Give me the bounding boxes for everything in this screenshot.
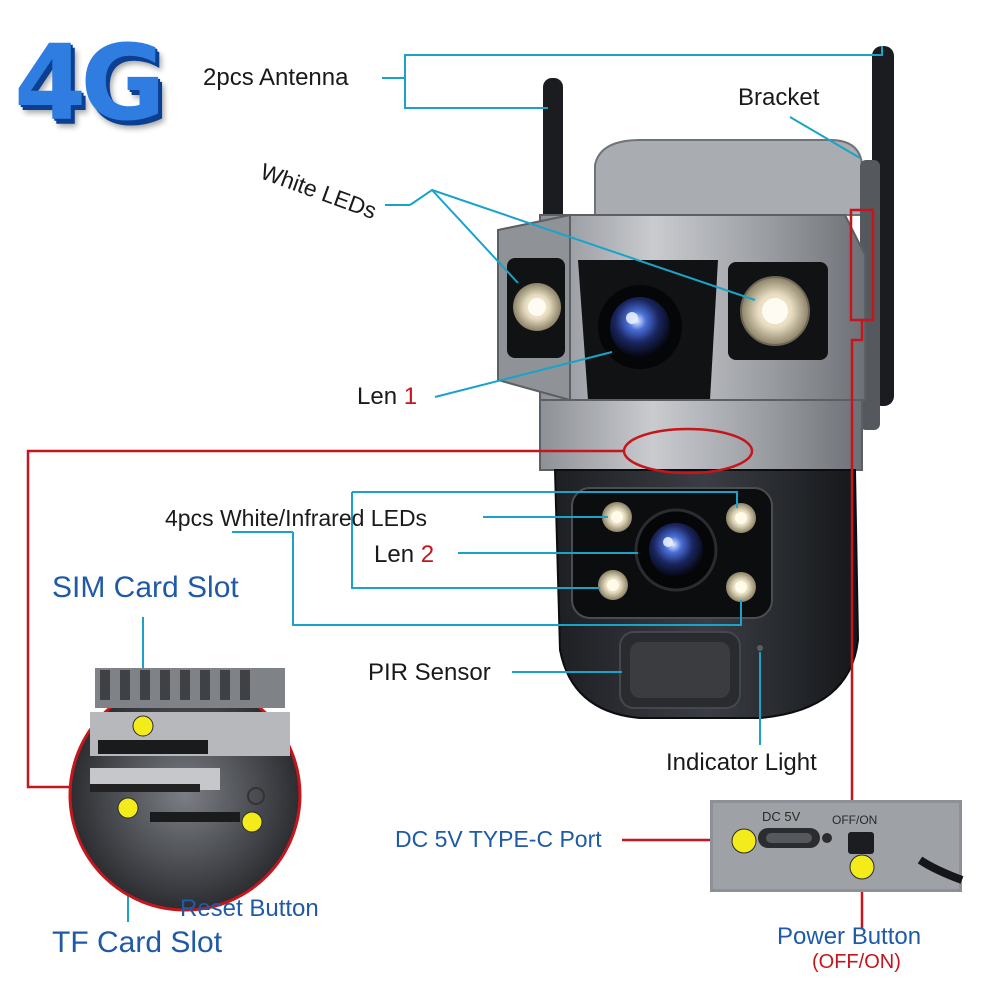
lens-2 — [634, 508, 718, 592]
marker-reset — [241, 811, 263, 833]
label-tf: TF Card Slot — [52, 926, 223, 959]
marker-sim — [132, 715, 154, 737]
indicator-light — [757, 645, 763, 651]
label-antenna: 2pcs Antenna — [203, 64, 349, 91]
pir-sensor — [619, 631, 741, 709]
label-power: Power Button — [777, 923, 922, 950]
label-len-2: Len 2 — [374, 541, 434, 569]
white-led-left — [513, 283, 561, 331]
label-pir: PIR Sensor — [368, 659, 491, 686]
label-len-2-text: Len — [374, 541, 421, 568]
ir-led-top-left — [602, 502, 632, 532]
ir-led-bottom-left — [598, 570, 628, 600]
leader-lines-cyan — [127, 46, 883, 922]
ir-led-top-right — [726, 503, 756, 533]
label-bracket: Bracket — [738, 84, 820, 111]
zoom-inset — [68, 668, 302, 912]
upper-head — [497, 213, 866, 471]
logo-4g: 4G — [14, 22, 166, 144]
lens-1 — [598, 285, 682, 369]
label-len-1-text: Len — [357, 383, 404, 410]
markers — [117, 715, 875, 880]
port-dc-print: DC 5V — [762, 809, 801, 824]
label-len-1-num: 1 — [403, 383, 418, 410]
label-ir-leds: 4pcs White/Infrared LEDs — [165, 505, 428, 531]
lower-dome — [553, 469, 860, 719]
marker-power — [849, 854, 875, 880]
port-panel — [710, 800, 964, 892]
marker-dc-port — [731, 828, 757, 854]
white-led-right — [740, 276, 810, 346]
port-switch-print: OFF/ON — [832, 813, 878, 827]
label-len-2-num: 2 — [420, 541, 435, 568]
ir-led-bottom-right — [726, 572, 756, 602]
antenna-left — [543, 78, 563, 238]
label-power-sub: (OFF/ON) — [812, 951, 901, 973]
marker-tf — [117, 797, 139, 819]
label-reset: Reset Button — [180, 895, 319, 922]
label-indicator: Indicator Light — [666, 749, 817, 776]
label-dc-port: DC 5V TYPE-C Port — [395, 826, 602, 852]
label-sim: SIM Card Slot — [52, 571, 239, 604]
label-len-1: Len 1 — [357, 383, 417, 411]
